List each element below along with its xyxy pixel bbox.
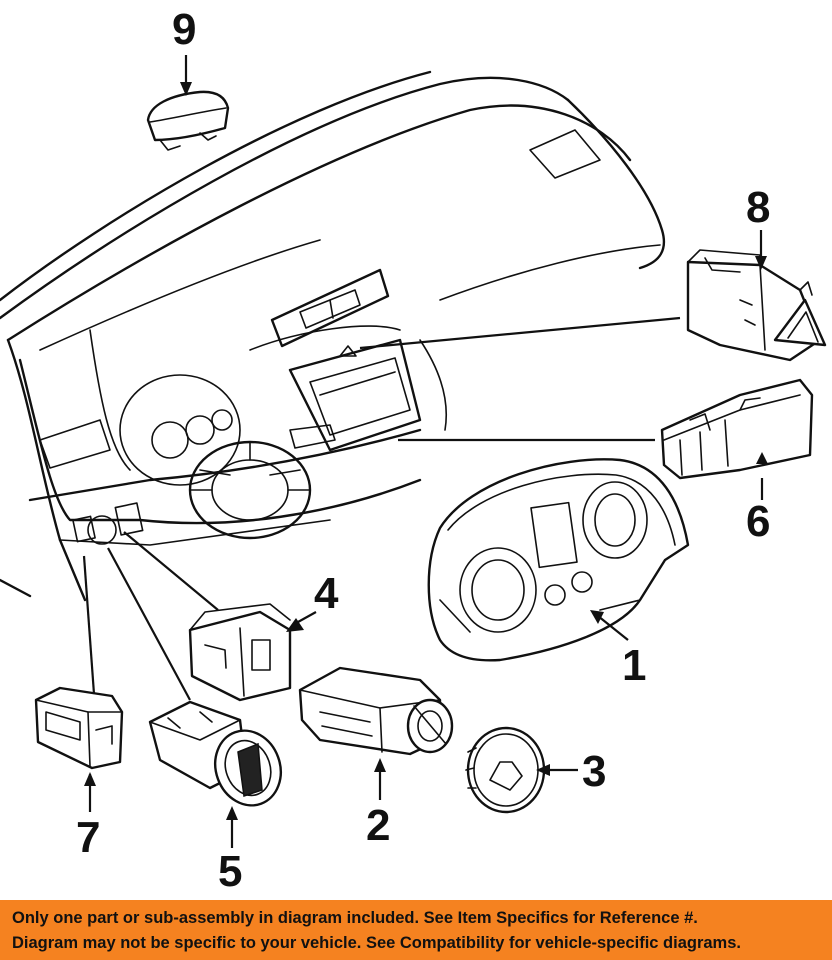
dashboard-outline xyxy=(0,70,666,602)
part-4-switch xyxy=(123,531,317,702)
callout-4: 4 xyxy=(314,569,339,618)
part-3-round-button xyxy=(465,726,578,814)
part-2-control-module xyxy=(298,666,454,800)
disclaimer-line-1: Only one part or sub-assembly in diagram… xyxy=(12,909,698,927)
callout-8: 8 xyxy=(746,183,770,232)
part-9-switch xyxy=(146,55,230,151)
callout-9: 9 xyxy=(172,5,196,54)
part-6-switch-strip xyxy=(398,378,814,500)
disclaimer-line-2: Diagram may not be specific to your vehi… xyxy=(12,934,741,952)
parts-diagram: 1 2 3 4 5 6 7 8 9 xyxy=(0,5,827,896)
part-5-headlight-switch xyxy=(107,547,282,848)
callout-2: 2 xyxy=(366,801,390,850)
callout-7: 7 xyxy=(76,813,100,862)
callout-5: 5 xyxy=(218,847,242,896)
part-7-switch xyxy=(34,555,124,812)
part-1-instrument-cluster xyxy=(427,458,690,662)
callout-1: 1 xyxy=(622,641,646,690)
callout-3: 3 xyxy=(582,747,606,796)
disclaimer-banner: Only one part or sub-assembly in diagram… xyxy=(0,900,832,960)
part-8-hazard-switch xyxy=(359,230,827,362)
callout-6: 6 xyxy=(746,497,770,546)
callout-numbers: 1 2 3 4 5 6 7 8 9 xyxy=(76,5,770,896)
